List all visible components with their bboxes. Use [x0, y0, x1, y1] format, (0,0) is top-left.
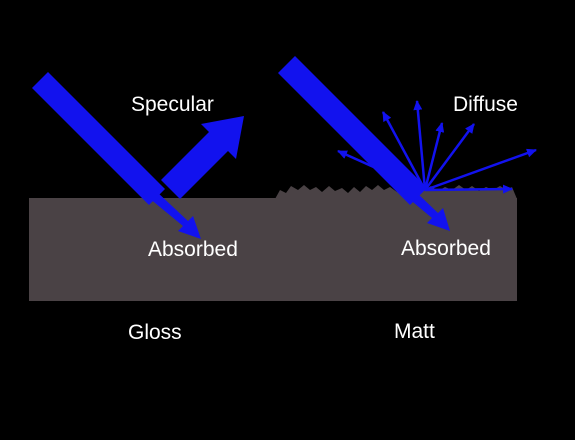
- gloss-incident-beam: [32, 72, 165, 205]
- diffuse-ray: [423, 122, 445, 191]
- diffuse-ray: [424, 184, 513, 194]
- diffuse-ray: [413, 100, 427, 191]
- gloss-absorbed-label: Absorbed: [148, 238, 238, 261]
- gloss-caption: Gloss: [128, 321, 182, 344]
- diffuse-label: Diffuse: [453, 93, 518, 116]
- gloss-specular-arrow: [161, 116, 244, 199]
- matt-incident-beam: [278, 56, 427, 205]
- diffuse-ray: [381, 111, 427, 191]
- specular-label: Specular: [131, 93, 214, 116]
- gloss-absorbed-arrow: [149, 191, 201, 239]
- matt-absorbed-arrow: [408, 191, 450, 231]
- matt-caption: Matt: [394, 320, 435, 343]
- diffuse-ray: [423, 123, 476, 191]
- matt-absorbed-label: Absorbed: [401, 237, 491, 260]
- diffuse-ray: [424, 148, 537, 192]
